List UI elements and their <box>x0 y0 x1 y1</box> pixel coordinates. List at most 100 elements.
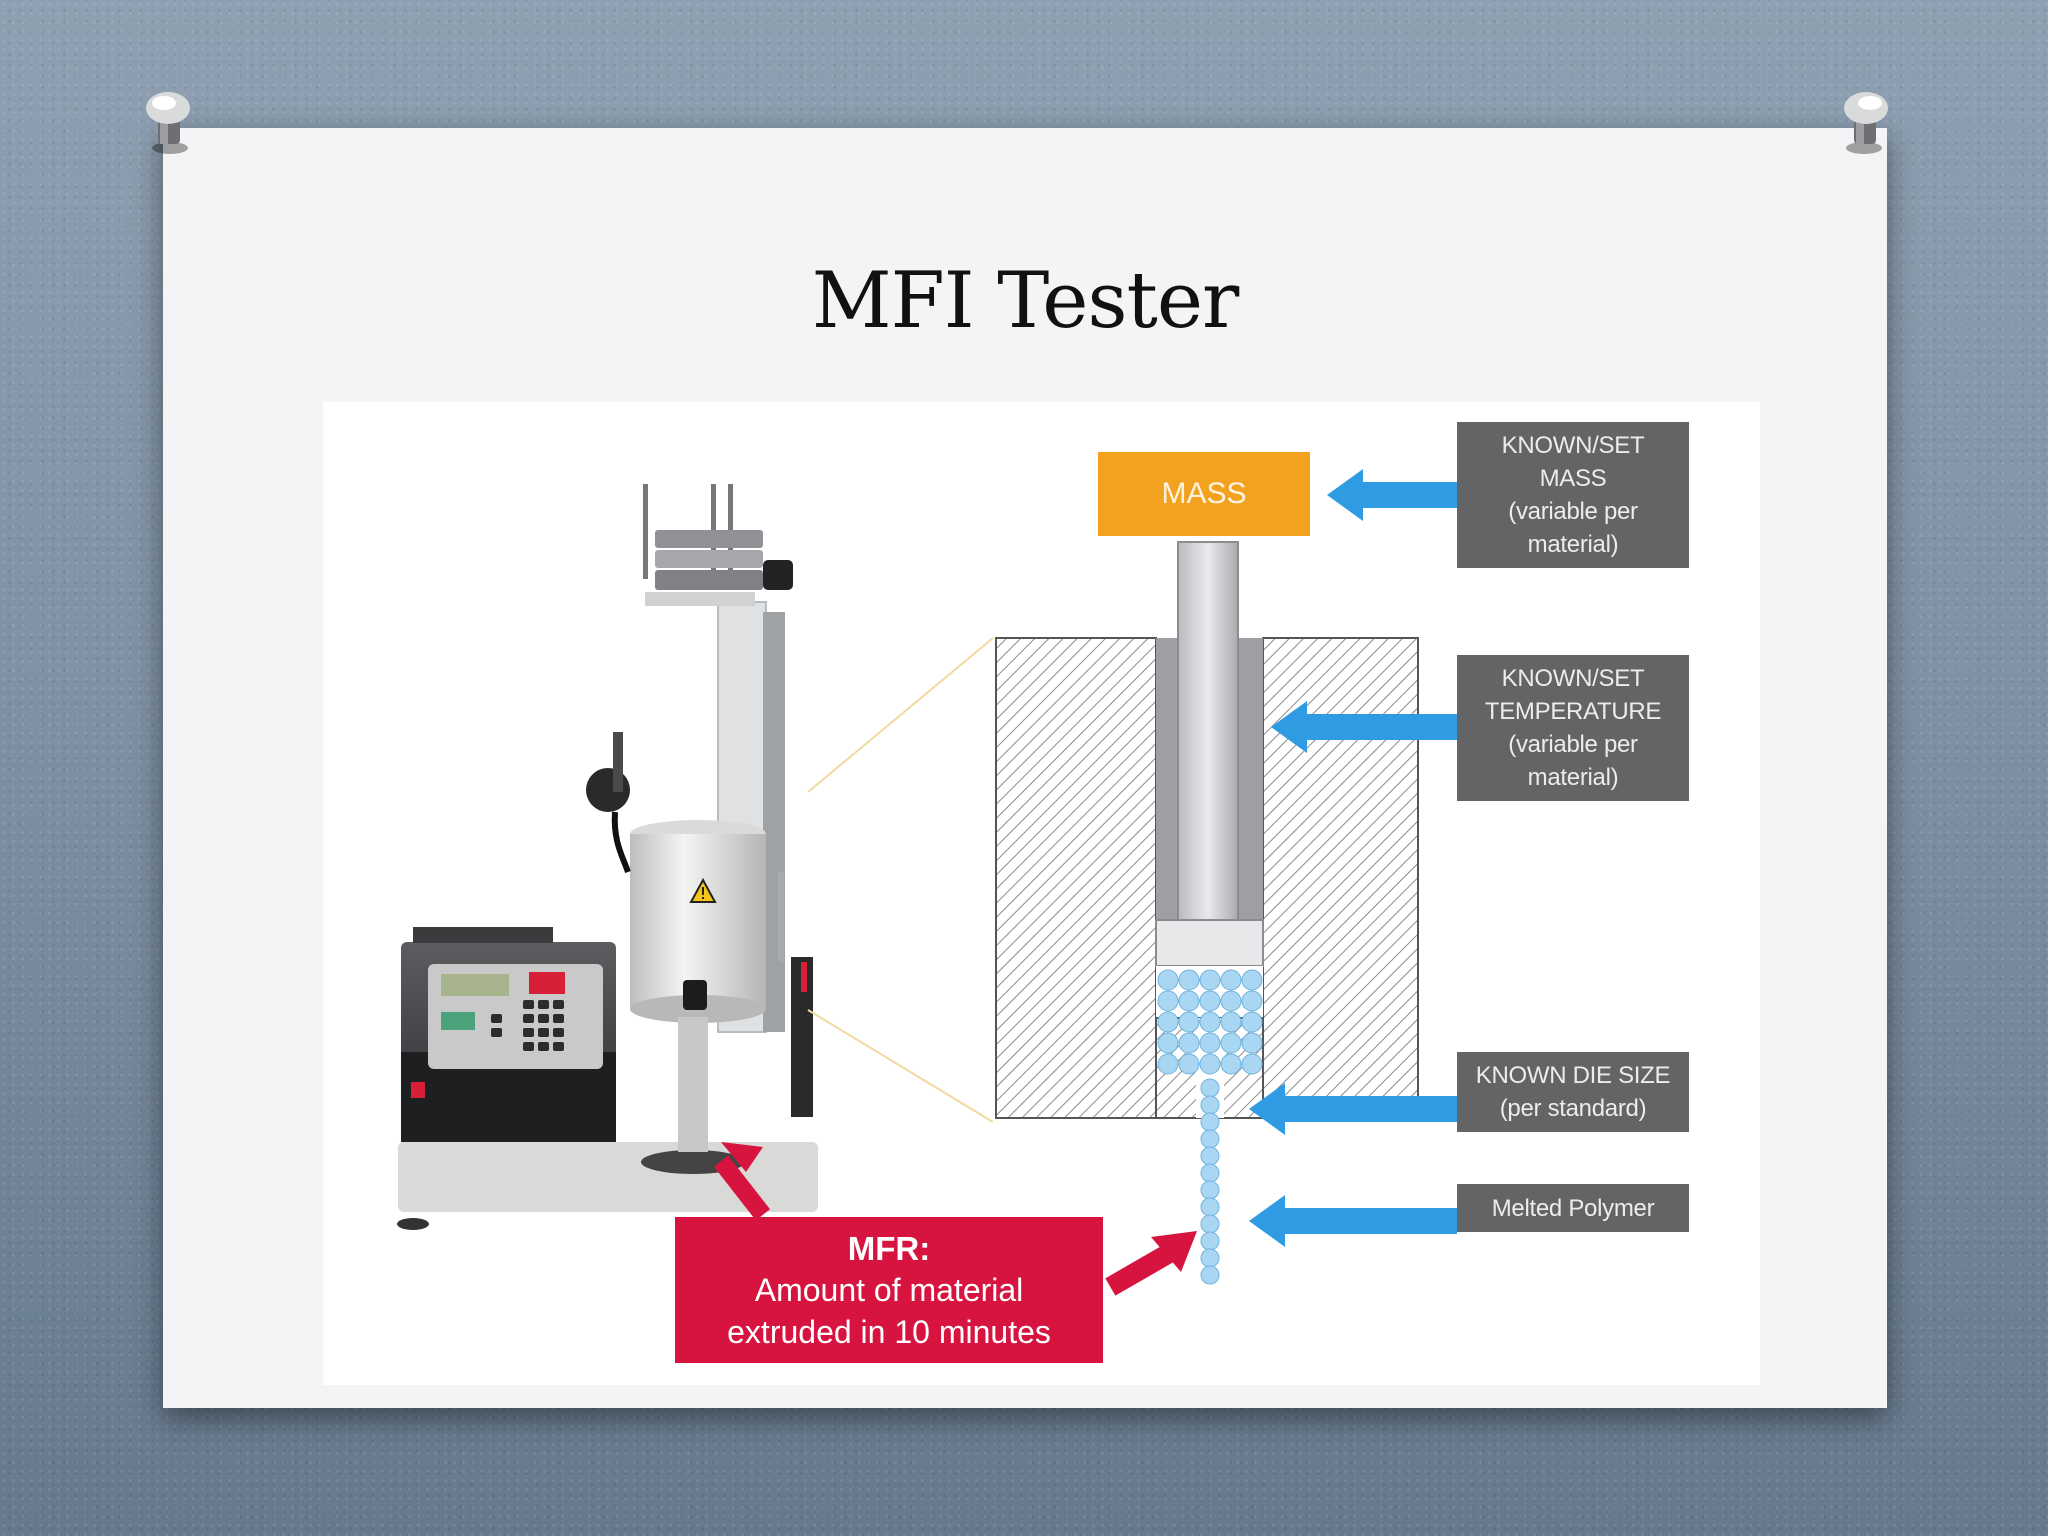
known-die-size-line: KNOWN DIE SIZE <box>1475 1062 1671 1089</box>
polymer-bead <box>1178 1053 1200 1075</box>
known-die-size-line: (per standard) <box>1499 1095 1647 1122</box>
mfr-line-1: Amount of material <box>754 1272 1024 1308</box>
polymer-bead <box>1200 1180 1220 1200</box>
polymer-bead <box>1200 1078 1220 1098</box>
barrel-clamp <box>683 980 707 1010</box>
polymer-bead <box>1220 1053 1242 1075</box>
cutter-stand <box>791 957 813 1117</box>
motor-cable <box>611 811 631 873</box>
known-temperature-line: TEMPERATURE <box>1484 698 1662 725</box>
polymer-bead <box>1157 990 1179 1012</box>
melted-polymer-arrow <box>1249 1195 1457 1247</box>
diagram-canvas <box>397 469 1457 1296</box>
polymer-bead <box>1220 1032 1242 1054</box>
heated-barrel <box>630 834 766 1009</box>
brand-logo <box>529 972 565 994</box>
polymer-bead <box>1200 1146 1220 1166</box>
power-switch <box>411 1082 425 1098</box>
barrel-wall-left <box>995 637 1157 1119</box>
rear-column <box>763 612 785 1032</box>
lcd-display <box>441 974 509 996</box>
polymer-bead <box>1200 1095 1220 1115</box>
known-temperature-line: KNOWN/SET <box>1501 665 1645 692</box>
weight-carrier <box>645 592 755 606</box>
weight-disc <box>655 550 763 568</box>
polymer-bead <box>1199 1011 1221 1033</box>
polymer-bead <box>1157 1011 1179 1033</box>
mass-block: MASS <box>1098 452 1310 536</box>
known-temperature-line: (variable per <box>1508 731 1638 758</box>
barrel-wall-right <box>1262 637 1419 1119</box>
melted-polymer-line: Melted Polymer <box>1491 1194 1655 1222</box>
polymer-bead <box>1220 969 1242 991</box>
polymer-bead <box>1220 1011 1242 1033</box>
zoom-connector-line <box>807 637 994 793</box>
side-motor <box>586 768 630 812</box>
polymer-bead <box>1178 1011 1200 1033</box>
weight-disc <box>655 570 763 590</box>
keypad-keys <box>491 1000 564 1051</box>
cutter-lever <box>801 962 807 992</box>
polymer-bead <box>1157 1032 1179 1054</box>
mfr-line-2: extruded in 10 minutes <box>727 1314 1051 1350</box>
polymer-bead <box>1200 1129 1220 1149</box>
mfi-machine-illustration <box>397 484 818 1230</box>
support-post <box>778 872 784 962</box>
polymer-bead <box>1200 1214 1220 1234</box>
known-mass-line: MASS <box>1539 465 1607 492</box>
known-mass-label: KNOWN/SET MASS (variable per material) <box>1457 422 1689 568</box>
piston-head <box>1155 919 1264 967</box>
polymer-bead <box>1241 1011 1263 1033</box>
polymer-bead <box>1241 969 1263 991</box>
polymer-bead <box>1241 990 1263 1012</box>
polymer-bead <box>1200 1231 1220 1251</box>
polymer-bead <box>1157 969 1179 991</box>
known-mass-line: (variable per <box>1508 498 1638 525</box>
motor-arm <box>613 732 623 792</box>
status-indicator <box>441 1012 475 1030</box>
piston-rod <box>643 484 648 579</box>
extruded-polymer-strand <box>1200 1078 1220 1285</box>
known-die-size-label: KNOWN DIE SIZE (per standard) <box>1457 1052 1689 1132</box>
polymer-bead <box>1157 1053 1179 1075</box>
polymer-bead <box>1199 1053 1221 1075</box>
piston-rod-section <box>1177 541 1239 921</box>
polymer-bead <box>1200 1112 1220 1132</box>
known-mass-line: KNOWN/SET <box>1501 432 1645 459</box>
polymer-bead <box>1200 1163 1220 1183</box>
console-top <box>413 927 553 943</box>
polymer-bead <box>1241 1032 1263 1054</box>
slide-title: MFI Tester <box>811 256 1240 346</box>
polymer-bead <box>1199 990 1221 1012</box>
polymer-bead <box>1220 990 1242 1012</box>
weight-disc <box>655 530 763 548</box>
polymer-bead <box>1178 969 1200 991</box>
polymer-bead <box>1241 1053 1263 1075</box>
mfi-diagram-figure: MASS KNOWN/SET MASS (variable per materi… <box>323 402 1760 1385</box>
warning-icon <box>689 877 717 903</box>
polymer-bead <box>1199 1032 1221 1054</box>
machine-foot <box>397 1218 429 1230</box>
mfr-arrow-to-dish <box>713 1142 771 1221</box>
polymer-bead <box>1178 990 1200 1012</box>
polymer-bead <box>1200 1197 1220 1217</box>
known-temperature-label: KNOWN/SET TEMPERATURE (variable per mate… <box>1457 655 1689 801</box>
pushpin-icon <box>146 92 190 154</box>
mfr-arrow-to-strand <box>1105 1231 1197 1296</box>
mass-arrow <box>1327 469 1457 521</box>
polymer-bead <box>1178 1032 1200 1054</box>
die-outlet <box>678 1017 708 1152</box>
barrel-cross-section <box>995 541 1419 1285</box>
lift-handle <box>763 560 793 590</box>
known-temperature-line: material) <box>1527 764 1619 791</box>
pushpin-icon <box>1844 92 1888 154</box>
polymer-bead <box>1200 1248 1220 1268</box>
polymer-bead <box>1199 969 1221 991</box>
known-mass-line: material) <box>1527 531 1619 558</box>
polymer-bead <box>1200 1265 1220 1285</box>
die-size-arrow <box>1249 1083 1457 1135</box>
temperature-arrow <box>1271 701 1457 753</box>
mfr-title: MFR: <box>847 1230 931 1267</box>
mfr-callout: MFR: Amount of material extruded in 10 m… <box>675 1217 1103 1363</box>
polymer-melt-beads <box>1157 969 1263 1075</box>
